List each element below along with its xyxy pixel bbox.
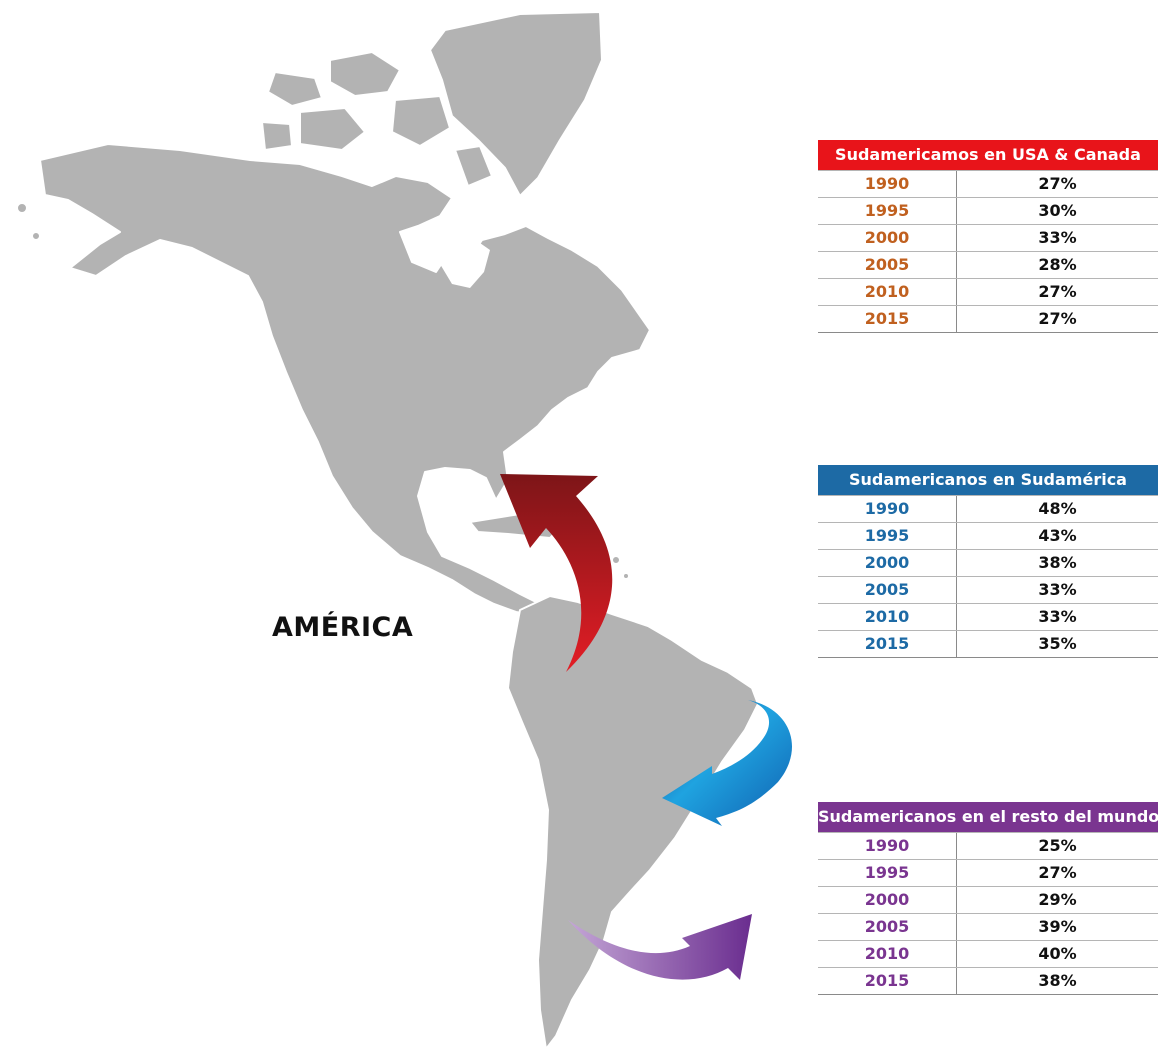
value-cell: 38% bbox=[1038, 553, 1077, 572]
arrow-to-usa-canada bbox=[500, 474, 613, 672]
table-row: 2005 33% bbox=[818, 576, 1158, 603]
value-cell: 27% bbox=[1038, 863, 1077, 882]
value-cell: 38% bbox=[1038, 971, 1077, 990]
table-row: 1990 25% bbox=[818, 832, 1158, 859]
value-cell: 40% bbox=[1038, 944, 1077, 963]
table-row: 2000 29% bbox=[818, 886, 1158, 913]
value-cell: 43% bbox=[1038, 526, 1077, 545]
table-usa-canada: Sudamericamos en USA & Canada 1990 27% 19… bbox=[818, 140, 1158, 333]
year-cell: 2015 bbox=[818, 306, 957, 332]
table-row: 1990 48% bbox=[818, 495, 1158, 522]
value-cell: 27% bbox=[1038, 174, 1077, 193]
value-cell: 35% bbox=[1038, 634, 1077, 653]
value-cell: 33% bbox=[1038, 228, 1077, 247]
table-row: 2015 35% bbox=[818, 630, 1158, 657]
table-row: 2010 27% bbox=[818, 278, 1158, 305]
arctic-island bbox=[329, 51, 401, 97]
table-row: 1995 27% bbox=[818, 859, 1158, 886]
value-cell: 29% bbox=[1038, 890, 1077, 909]
south-america-landmass bbox=[507, 595, 759, 1049]
year-cell: 2005 bbox=[818, 252, 957, 278]
north-america-landmass bbox=[39, 143, 651, 617]
year-cell: 2005 bbox=[818, 914, 957, 940]
value-cell: 25% bbox=[1038, 836, 1077, 855]
year-cell: 2010 bbox=[818, 279, 957, 305]
table-row: 1990 27% bbox=[818, 170, 1158, 197]
year-cell: 2000 bbox=[818, 550, 957, 576]
table-row: 2015 27% bbox=[818, 305, 1158, 332]
arctic-island bbox=[267, 71, 323, 107]
arrow-within-south-america bbox=[662, 700, 793, 826]
year-cell: 2010 bbox=[818, 941, 957, 967]
value-cell: 39% bbox=[1038, 917, 1077, 936]
value-cell: 33% bbox=[1038, 580, 1077, 599]
value-cell: 48% bbox=[1038, 499, 1077, 518]
year-cell: 1995 bbox=[818, 860, 957, 886]
year-cell: 1995 bbox=[818, 523, 957, 549]
table-row: 1995 43% bbox=[818, 522, 1158, 549]
year-cell: 2005 bbox=[818, 577, 957, 603]
map-title: AMÉRICA bbox=[272, 612, 414, 643]
year-cell: 1990 bbox=[818, 171, 957, 197]
hudson-bay bbox=[438, 236, 490, 288]
value-cell: 27% bbox=[1038, 309, 1077, 328]
table-header: Sudamericanos en Sudamérica bbox=[818, 465, 1158, 495]
year-cell: 1990 bbox=[818, 833, 957, 859]
table-header: Sudamericamos en USA & Canada bbox=[818, 140, 1158, 170]
table-row: 2005 28% bbox=[818, 251, 1158, 278]
year-cell: 2000 bbox=[818, 887, 957, 913]
arctic-island bbox=[454, 145, 493, 187]
value-cell: 28% bbox=[1038, 255, 1077, 274]
table-row: 2005 39% bbox=[818, 913, 1158, 940]
year-cell: 1990 bbox=[818, 496, 957, 522]
table-row: 2000 38% bbox=[818, 549, 1158, 576]
year-cell: 2000 bbox=[818, 225, 957, 251]
arrow-to-rest-of-world bbox=[568, 914, 752, 980]
year-cell: 2015 bbox=[818, 968, 957, 994]
year-cell: 2010 bbox=[818, 604, 957, 630]
table-sudamerica: Sudamericanos en Sudamérica 1990 48% 1995… bbox=[818, 465, 1158, 658]
year-cell: 2015 bbox=[818, 631, 957, 657]
table-row: 2015 38% bbox=[818, 967, 1158, 994]
table-resto-del-mundo: Sudamericanos en el resto del mundo 1990… bbox=[818, 802, 1158, 995]
arctic-island bbox=[391, 95, 451, 147]
value-cell: 30% bbox=[1038, 201, 1077, 220]
table-row: 2010 33% bbox=[818, 603, 1158, 630]
year-cell: 1995 bbox=[818, 198, 957, 224]
table-row: 2000 33% bbox=[818, 224, 1158, 251]
value-cell: 33% bbox=[1038, 607, 1077, 626]
greenland-landmass bbox=[429, 11, 603, 197]
value-cell: 27% bbox=[1038, 282, 1077, 301]
arctic-island bbox=[299, 107, 366, 151]
table-row: 2010 40% bbox=[818, 940, 1158, 967]
table-row: 1995 30% bbox=[818, 197, 1158, 224]
table-header: Sudamericanos en el resto del mundo bbox=[818, 802, 1158, 832]
arctic-island bbox=[261, 121, 293, 151]
